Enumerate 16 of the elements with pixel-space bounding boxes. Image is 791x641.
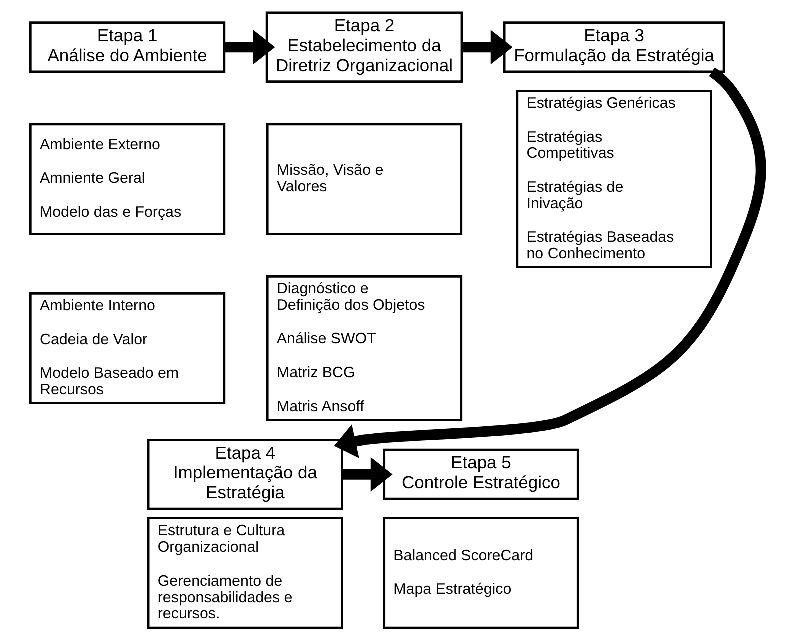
node-box: Ambiente Interno Cadeia de Valor Modelo Baseado em Recursos <box>29 292 226 405</box>
node-box: Etapa 4 Implementação da Estratégia <box>146 438 343 510</box>
node-box: Etapa 1 Análise do Ambiente <box>29 22 226 74</box>
arrow <box>224 30 275 65</box>
arrow <box>342 457 392 492</box>
node-box: Etapa 5 Controle Estratégico <box>382 448 579 500</box>
node-box: Etapa 3 Formulação da Estratégia <box>502 22 725 74</box>
node-box: Diagnóstico e Definição dos Objetos Análise SWOT Matriz BCG Matris Ansoff <box>266 276 462 422</box>
node-box: Missão, Visão e Valores <box>266 123 462 236</box>
node-box: Estrutura e Cultura Organizacional Gerenciamento de responsabilidades e recursos. <box>146 517 343 630</box>
arrow <box>462 30 512 65</box>
arrow <box>334 68 766 458</box>
node-box: Etapa 2 Estabelecimento da Diretriz Organizacional <box>265 12 463 83</box>
node-box: Balanced ScoreCard Mapa Estratégico <box>382 517 579 630</box>
node-box: Ambiente Externo Amniente Geral Modelo das e Forças <box>29 123 226 236</box>
node-box: Estratégias Genéricas Estratégias Competitivas Estratégias de Inivação Estratégias Baseadas no Conhecimento <box>516 90 712 269</box>
